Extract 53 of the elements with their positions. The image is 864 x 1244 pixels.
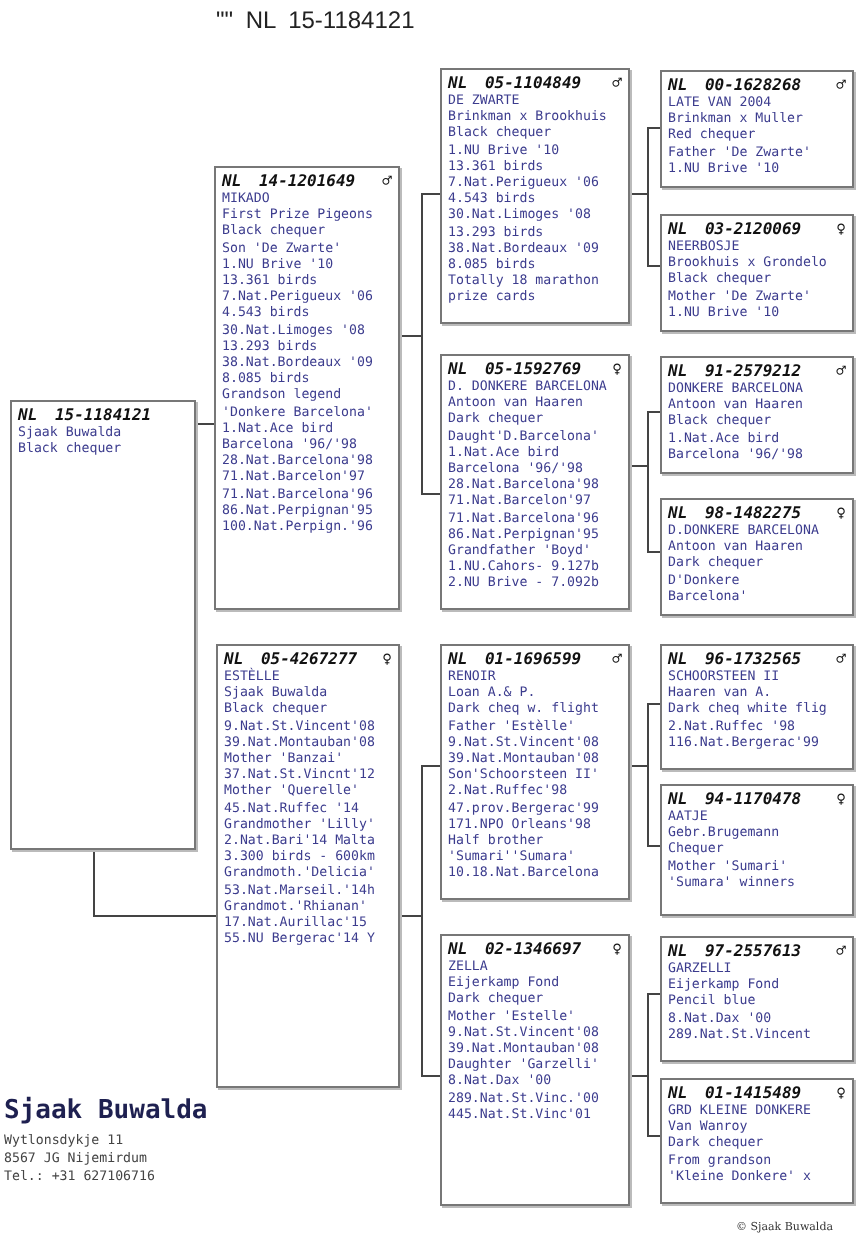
ring-number: NL 91-2579212 bbox=[668, 362, 802, 380]
sex-symbol: ♂ bbox=[612, 74, 622, 92]
ring-number: NL 96-1732565 bbox=[668, 650, 802, 668]
ring-number: NL 14-1201649 bbox=[222, 172, 356, 190]
pedigree-card bbox=[660, 936, 854, 1062]
ring-number: NL 02-1346697 bbox=[448, 940, 582, 958]
sex-symbol: ♀ bbox=[836, 220, 846, 238]
ring-number: NL 98-1482275 bbox=[668, 504, 802, 522]
ring-number: NL 00-1628268 bbox=[668, 76, 802, 94]
sex-symbol: ♀ bbox=[836, 1084, 846, 1102]
pedigree-card bbox=[660, 498, 854, 616]
ring-number: NL 94-1170478 bbox=[668, 790, 802, 808]
ring-number: NL 05-1592769 bbox=[448, 360, 582, 378]
sex-symbol: ♀ bbox=[612, 360, 622, 378]
pedigree-connector bbox=[629, 193, 661, 267]
ring-number: NL 01-1415489 bbox=[668, 1084, 802, 1102]
sex-symbol: ♂ bbox=[612, 650, 622, 668]
sex-symbol: ♀ bbox=[836, 504, 846, 522]
ring-number: NL 15-1184121 bbox=[18, 406, 152, 424]
pedigree-card bbox=[660, 1078, 854, 1204]
ring-number: NL 01-1696599 bbox=[448, 650, 582, 668]
sex-symbol: ♂ bbox=[836, 362, 846, 380]
pedigree-connector bbox=[93, 849, 217, 917]
sex-symbol: ♂ bbox=[382, 172, 392, 190]
sex-symbol: ♂ bbox=[836, 942, 846, 960]
ring-number: NL 97-2557613 bbox=[668, 942, 802, 960]
pedigree-card bbox=[10, 400, 196, 850]
pedigree-connector bbox=[629, 465, 661, 553]
pedigree-connector bbox=[399, 915, 441, 1077]
pedigree-connector bbox=[629, 765, 661, 847]
owner-name: Sjaak Buwalda bbox=[4, 1096, 208, 1126]
ring-number: NL 03-2120069 bbox=[668, 220, 802, 238]
pedigree-card bbox=[440, 934, 630, 1206]
pedigree-connector bbox=[629, 1075, 661, 1137]
pedigree-card bbox=[216, 644, 400, 1088]
sex-symbol: ♀ bbox=[836, 790, 846, 808]
ring-number: NL 05-4267277 bbox=[224, 650, 358, 668]
pedigree-card bbox=[660, 70, 854, 188]
ring-number: NL 05-1104849 bbox=[448, 74, 582, 92]
pedigree-card bbox=[214, 166, 400, 610]
pedigree-card bbox=[440, 644, 630, 900]
pedigree-card bbox=[660, 214, 854, 332]
pedigree-card bbox=[660, 644, 854, 770]
pedigree-card bbox=[660, 356, 854, 474]
pedigree-card bbox=[660, 784, 854, 916]
sex-symbol: ♀ bbox=[612, 940, 622, 958]
pedigree-title: "" NL 15-1184121 bbox=[216, 6, 415, 34]
sex-symbol: ♀ bbox=[382, 650, 392, 668]
pedigree-card bbox=[440, 354, 630, 610]
sex-symbol: ♂ bbox=[836, 650, 846, 668]
pedigree-connector bbox=[399, 335, 441, 495]
sex-symbol: ♂ bbox=[836, 76, 846, 94]
pedigree-card bbox=[440, 68, 630, 324]
